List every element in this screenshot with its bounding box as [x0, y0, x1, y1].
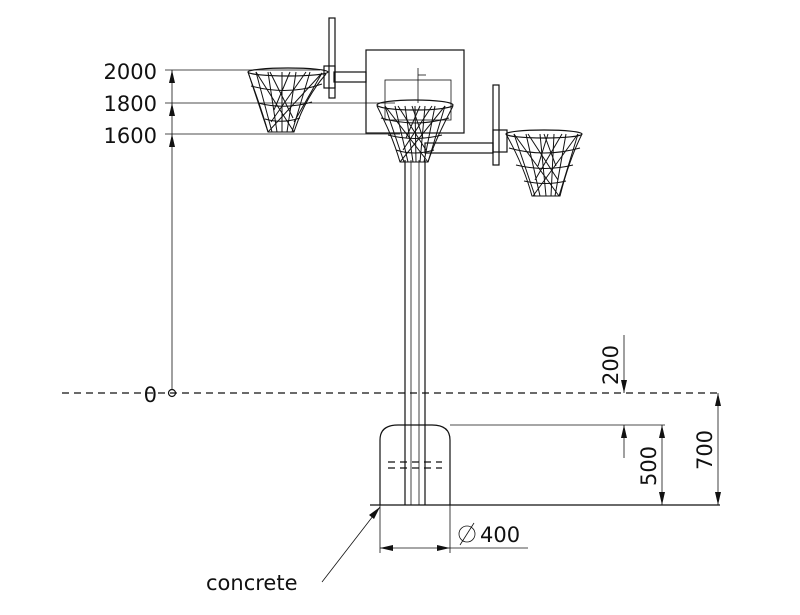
concrete-label: concrete [206, 571, 298, 595]
concrete-leader [321, 506, 381, 583]
left-hoop [247, 67, 329, 133]
right-arm [424, 84, 508, 166]
concrete-foundation [370, 424, 720, 506]
center-hoop [376, 99, 454, 163]
dim-1600: 1600 [104, 124, 157, 148]
left-arm [323, 17, 367, 99]
dim-500: 500 [637, 446, 661, 486]
diameter-dimension [379, 505, 528, 553]
dim-0: 0 [144, 383, 157, 407]
dim-diameter: 400 [480, 523, 520, 547]
dim-200: 200 [599, 345, 623, 385]
dim-1800: 1800 [104, 92, 157, 116]
dim-2000: 2000 [104, 60, 157, 84]
height-dimension-lines [165, 69, 400, 398]
diameter-symbol-icon [458, 525, 476, 543]
depth-dimension-lines [621, 335, 721, 505]
right-hoop [505, 129, 583, 197]
dim-700: 700 [693, 430, 717, 470]
center-pole [404, 160, 426, 505]
